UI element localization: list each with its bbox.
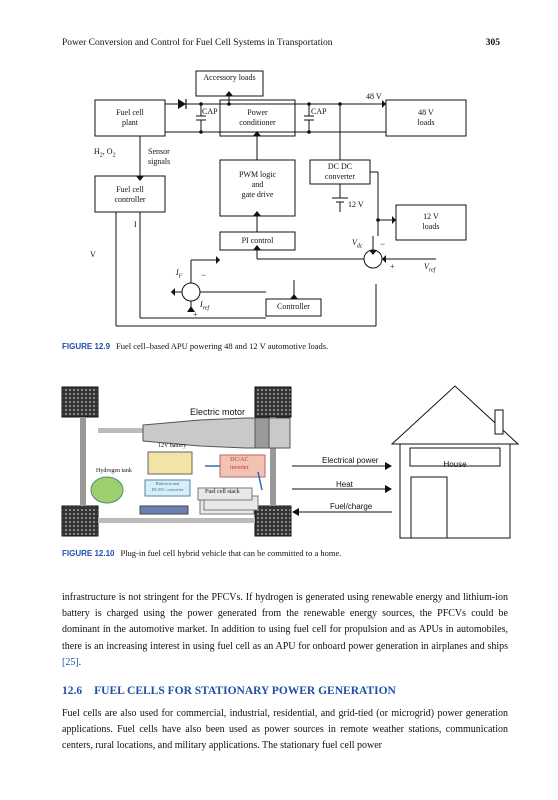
paragraph-1-text: infrastructure is not stringent for the … — [62, 592, 508, 652]
cap1-label: CAP — [202, 107, 218, 116]
accessory-text: Accessory loads — [203, 73, 256, 82]
wheel-front-right-icon — [254, 386, 292, 418]
if-label: IF — [176, 268, 183, 280]
electrical-power-label: Electrical power — [322, 456, 379, 465]
wheel-rear-right-icon — [254, 505, 292, 537]
sensor-signals-label: Sensor signals — [148, 147, 170, 167]
battery-icon — [147, 451, 193, 475]
fuel-cell-stack-label: Fuel cell stack — [205, 489, 240, 495]
page-number: 305 — [485, 38, 500, 48]
vref-plus-sign: + — [390, 262, 395, 271]
house-door-icon — [410, 476, 448, 539]
fc-controller-label: Fuel cell controller — [95, 185, 165, 205]
bidir-line2: DC/DC converter — [151, 487, 184, 492]
iref-label: Iref — [200, 300, 210, 312]
l12-line1: 12 V — [423, 212, 439, 221]
48v-bus-label: 48 V — [366, 92, 382, 101]
house-label: House — [443, 460, 467, 469]
load-12v-label: 12 V loads — [396, 212, 466, 232]
fuel-cell-plant-box — [94, 99, 166, 137]
dcdc-converter-icon — [144, 479, 191, 497]
running-header-title: Power Conversion and Control for Fuel Ce… — [62, 38, 333, 48]
fig-12-10-number: FIGURE 12.10 — [62, 549, 115, 558]
l12-line2: loads — [422, 222, 440, 231]
fig-12-9-caption-text: Fuel cell–based APU powering 48 and 12 V… — [116, 341, 329, 351]
sensor-line1: Sensor — [148, 147, 170, 156]
dcdc-line1: DC DC — [327, 162, 353, 171]
hydrogen-tank-icon — [90, 476, 124, 504]
l48-line2: loads — [417, 118, 435, 127]
wheel-front-left-icon — [61, 386, 99, 418]
bidir-line1: Bidirectional — [155, 481, 180, 486]
arrow-icon — [225, 91, 233, 96]
citation-link[interactable]: [25] — [62, 656, 79, 668]
inverter-label: DC/AC inverter — [230, 456, 249, 472]
iref-plus-sign: + — [193, 310, 198, 319]
fc-controller-box — [94, 175, 166, 213]
wheel-rear-left-icon — [61, 505, 99, 537]
h2o2-label: H2, O2 — [94, 147, 116, 159]
vdc-minus-sign: − — [380, 239, 386, 249]
12v-bus-label: 12 V — [348, 200, 364, 209]
pc-line2: conditioner — [239, 118, 276, 127]
inverter-line2: inverter — [230, 465, 249, 471]
section-number: 12.6 — [62, 685, 83, 697]
fig-12-9-number: FIGURE 12.9 — [62, 342, 111, 351]
fcc-line2: controller — [114, 195, 146, 204]
fuel-charge-label: Fuel/charge — [330, 502, 373, 511]
l48-line1: 48 V — [418, 108, 434, 117]
figure-12-10-caption: FIGURE 12.10 Plug-in fuel cell hybrid veh… — [62, 547, 341, 560]
chimney-icon — [494, 409, 504, 435]
cap2-label: CAP — [311, 107, 327, 116]
battery-label: 12V battery — [158, 443, 187, 449]
if-minus-sign: − — [201, 270, 207, 280]
current-i-label: I — [134, 220, 137, 229]
heat-label: Heat — [336, 480, 353, 489]
power-conditioner-label: Power conditioner — [220, 108, 295, 128]
load-48v-box — [385, 99, 467, 137]
pc-line1: Power — [247, 108, 268, 117]
vref-label: Vref — [424, 262, 436, 274]
fuel-cell-plant-label: Fuel cell plant — [95, 108, 165, 128]
electric-motor-icon — [142, 417, 291, 449]
body-paragraph-2: Fuel cells are also used for commercial,… — [62, 708, 508, 752]
pwm-line3: gate drive — [241, 190, 274, 199]
charging-port-icon — [139, 505, 189, 515]
figure-12-9-caption: FIGURE 12.9 Fuel cell–based APU powering … — [62, 340, 328, 353]
dcdc-converter-label: Bidirectional DC/DC converter — [145, 481, 190, 493]
voltage-v-label: V — [90, 250, 96, 259]
fuel-cell-stack-icon — [197, 487, 253, 501]
fig-12-10-caption-text: Plug-in fuel cell hybrid vehicle that ca… — [120, 548, 342, 558]
body-paragraph-1: infrastructure is not stringent for the … — [62, 590, 508, 671]
pi-control-label: PI control — [241, 236, 274, 245]
pwm-label: PWM logic and gate drive — [220, 170, 295, 200]
pwm-line2: and — [251, 180, 264, 189]
load-48v-label: 48 V loads — [386, 108, 466, 128]
fcc-line1: Fuel cell — [116, 185, 144, 194]
controller-label: Controller — [277, 302, 310, 311]
hydrogen-tank-label: Hydrogen tank — [96, 468, 132, 474]
load-12v-box — [395, 204, 467, 241]
paragraph-1-end: . — [78, 656, 82, 668]
section-heading: 12.6 FUEL CELLS FOR STATIONARY POWER GENE… — [62, 685, 396, 697]
pwm-line1: PWM logic — [238, 170, 277, 179]
dcdc-line2: converter — [324, 172, 356, 181]
vdc-label: Vdc — [352, 238, 363, 250]
diode-icon — [178, 99, 186, 109]
dcdc-label: DC DC converter — [310, 162, 370, 182]
inverter-line1: DC/AC — [230, 457, 249, 463]
accessory-loads-label: Accessory loads — [196, 73, 263, 83]
electric-motor-label: Electric motor — [190, 407, 246, 417]
fcp-line1: Fuel cell — [116, 108, 144, 117]
sensor-line2: signals — [148, 157, 171, 166]
section-title: FUEL CELLS FOR STATIONARY POWER GENERATI… — [94, 685, 396, 697]
fcp-line2: plant — [122, 118, 138, 127]
